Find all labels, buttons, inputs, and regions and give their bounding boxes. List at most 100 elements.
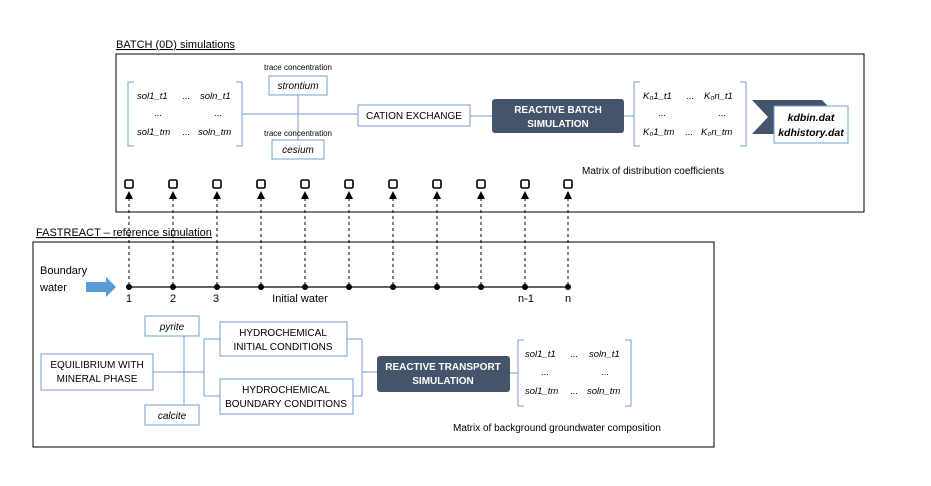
domain-node (522, 284, 528, 290)
reactive-batch-label-line1: REACTIVE BATCH (514, 105, 602, 116)
boundary-water-label-line1: Boundary (40, 265, 88, 277)
initial-water-label: Initial water (272, 293, 328, 305)
output-files-box (773, 105, 849, 144)
matrix-left-bracket (517, 339, 524, 407)
domain-nodes (126, 284, 571, 290)
initial-conditions-label-line2: INITIAL CONDITIONS (233, 342, 332, 353)
matrix-cell: ... (685, 127, 693, 138)
inflow-arrow-icon (86, 277, 116, 297)
equilibrium-label-line2: MINERAL PHASE (57, 374, 138, 385)
matrix-cell: ... (570, 349, 578, 360)
reactive-transport-box (377, 356, 510, 392)
matrix-cell: ... (601, 367, 609, 378)
kd-matrix-caption: Matrix of distribution coefficients (582, 166, 724, 177)
batch-cell (563, 179, 573, 189)
batch-cell (432, 179, 442, 189)
strontium-box (268, 75, 328, 96)
matrix-cell: ... (570, 386, 578, 397)
matrix-cell: ... (154, 108, 162, 119)
matrix-cell: sol1_tm (525, 386, 558, 397)
kd-matrix: K₀1_t1 ... K₀n_t1 ... ... K₀1_tm ... K₀n… (633, 81, 747, 147)
matrix-left-bracket (633, 81, 640, 147)
reactive-transport-label-line2: SIMULATION (412, 376, 473, 387)
node-label-n: n (565, 293, 571, 305)
domain-node (434, 284, 440, 290)
node-label-1: 1 (126, 293, 132, 305)
fastreact-title: FASTREACT – reference simulation (36, 227, 212, 239)
domain-node (214, 284, 220, 290)
matrix-left-bracket (127, 81, 134, 147)
reactive-batch-label-line2: SIMULATION (527, 119, 588, 130)
matrix-cell: ... (182, 127, 190, 138)
pyrite-box (144, 315, 200, 337)
node-label-n-1: n-1 (518, 293, 534, 305)
pyrite-label: pyrite (159, 322, 185, 333)
domain-node (170, 284, 176, 290)
reactive-transport-label-line1: REACTIVE TRANSPORT (385, 362, 501, 373)
batch-cell (388, 179, 398, 189)
matrix-cell: soln_tm (198, 127, 231, 138)
boundary-conditions-label-line1: HYDROCHEMICAL (242, 385, 330, 396)
matrix-cell: K₀n_t1 (704, 91, 733, 102)
boundary-conditions-box (219, 378, 354, 415)
output-matrix: sol1_t1 ... soln_t1 ... ... sol1_tm ... … (517, 339, 632, 407)
node-label-3: 3 (213, 293, 219, 305)
matrix-cell: ... (541, 367, 549, 378)
batch-title: BATCH (0D) simulations (116, 39, 235, 51)
batch-cell (168, 179, 178, 189)
matrix-cell: ... (718, 108, 726, 119)
matrix-cell: K₀1_t1 (643, 91, 672, 102)
initial-conditions-box (219, 321, 348, 357)
matrix-cell: sol1_t1 (525, 349, 556, 360)
matrix-cell: soln_tm (587, 386, 620, 397)
fastreact-panel (32, 241, 715, 448)
output-file-kdhistory: kdhistory.dat (778, 127, 844, 139)
batch-cell (520, 179, 530, 189)
matrix-cell: K₀1_tm (643, 127, 675, 138)
strontium-label: strontium (277, 81, 318, 92)
output-matrix-caption: Matrix of background groundwater composi… (453, 423, 661, 434)
output-file-kdbin: kdbin.dat (788, 112, 835, 124)
equilibrium-label-line1: EQUILIBRIUM WITH (50, 360, 143, 371)
boundary-conditions-label-line2: BOUNDARY CONDITIONS (225, 399, 347, 410)
cesium-caption: trace concentration (264, 129, 332, 138)
matrix-cell: ... (182, 91, 190, 102)
node-label-2: 2 (170, 293, 176, 305)
dashed-links (125, 191, 572, 285)
batch-input-matrix: sol1_t1 ... soln_t1 ... ... sol1_tm ... … (127, 81, 243, 147)
domain-node (258, 284, 264, 290)
batch-cell (300, 179, 310, 189)
batch-cell (124, 179, 134, 189)
matrix-cell: soln_t1 (589, 349, 620, 360)
matrix-right-bracket (740, 81, 747, 147)
batch-cell (256, 179, 266, 189)
domain-node (478, 284, 484, 290)
boundary-water-label-line2: water (39, 282, 67, 294)
domain-node (390, 284, 396, 290)
matrix-cell: sol1_t1 (137, 91, 168, 102)
matrix-cell: ... (214, 108, 222, 119)
calcite-label: calcite (158, 411, 187, 422)
domain-node (302, 284, 308, 290)
cesium-label: cesium (282, 145, 314, 156)
domain-node (565, 284, 571, 290)
batch-cells (124, 179, 573, 189)
reactive-batch-box (492, 99, 624, 133)
initial-conditions-label-line1: HYDROCHEMICAL (239, 328, 327, 339)
domain-node (346, 284, 352, 290)
batch-panel (115, 53, 865, 213)
matrix-cell: ... (658, 108, 666, 119)
matrix-cell: soln_t1 (200, 91, 231, 102)
matrix-cell: sol1_tm (137, 127, 170, 138)
batch-cell (476, 179, 486, 189)
cation-exchange-label: CATION EXCHANGE (366, 111, 462, 122)
equilibrium-box (40, 353, 154, 391)
batch-cell (344, 179, 354, 189)
domain-node (126, 284, 132, 290)
matrix-cell: K₀n_tm (701, 127, 733, 138)
calcite-box (144, 404, 200, 426)
cesium-box (271, 139, 325, 160)
strontium-caption: trace concentration (264, 63, 332, 72)
matrix-right-bracket (236, 81, 243, 147)
